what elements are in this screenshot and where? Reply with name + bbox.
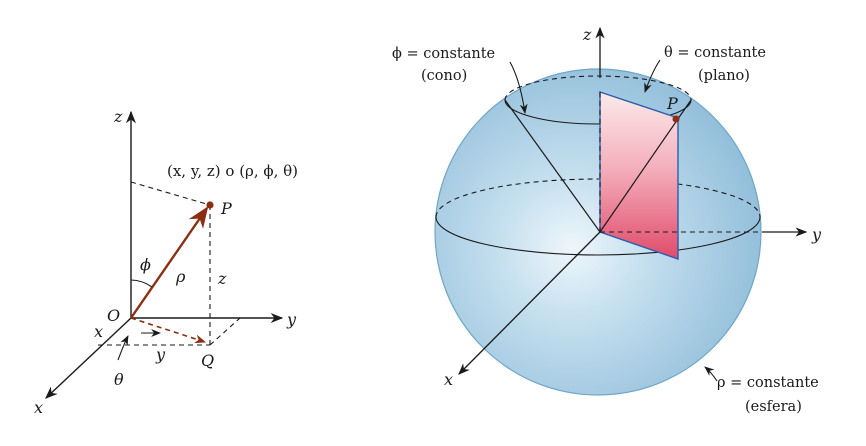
left-theta-arc	[117, 335, 129, 361]
left-rho-label: ρ	[175, 267, 186, 286]
right-diagram: z y x P ϕ = constante (cono) θ = constan…	[392, 25, 822, 415]
left-phi-label: ϕ	[140, 255, 151, 274]
left-point-p-label: P	[220, 199, 232, 218]
cone-leader	[509, 61, 528, 114]
left-diagram: z y x (x, y, z) o (ρ, ϕ, θ) P O Q ϕ ρ z …	[34, 107, 298, 417]
left-phi-arc	[130, 279, 153, 288]
sphere-label-line1: ρ = constante	[717, 375, 819, 391]
cone-label-line1: ϕ = constante	[392, 46, 495, 62]
sphere-leader	[704, 366, 718, 382]
left-z-label: z	[217, 269, 227, 288]
left-q-label: Q	[201, 351, 214, 370]
cone-label-line2: (cono)	[421, 68, 467, 84]
left-dash-top	[130, 181, 211, 206]
left-rho-vector	[130, 206, 209, 319]
left-x-label: x	[94, 322, 103, 341]
right-point-p	[672, 115, 680, 123]
right-point-p-label: P	[666, 94, 678, 113]
plane-label-line2: (plano)	[698, 68, 750, 84]
plane-label-line1: θ = constante	[664, 45, 766, 61]
left-point-coords: (x, y, z) o (ρ, ϕ, θ)	[167, 162, 298, 180]
cone-rim-front	[504, 99, 692, 125]
left-point-p	[206, 201, 214, 209]
right-x-axis	[458, 231, 601, 375]
right-y-axis-label: y	[811, 225, 822, 244]
equator-front	[435, 216, 761, 256]
left-origin-label: O	[107, 306, 120, 325]
equator-back	[435, 178, 761, 218]
sphere-surface	[434, 68, 762, 396]
left-y-label: y	[155, 345, 166, 364]
right-x-axis-label: x	[444, 370, 453, 389]
left-x-axis	[45, 317, 132, 399]
plane-leader	[644, 59, 661, 93]
cone-rim-back	[504, 75, 692, 101]
left-z-axis-label: z	[113, 107, 123, 126]
left-y-axis-label: y	[286, 310, 297, 329]
left-projection-vector	[130, 317, 207, 344]
left-x-axis-label: x	[34, 398, 43, 417]
sphere-label-line2: (esfera)	[745, 399, 802, 415]
left-dash-right	[209, 317, 241, 346]
left-theta-label: θ	[114, 370, 124, 389]
right-z-axis-label: z	[582, 25, 592, 44]
cone-side-left	[504, 99, 601, 233]
